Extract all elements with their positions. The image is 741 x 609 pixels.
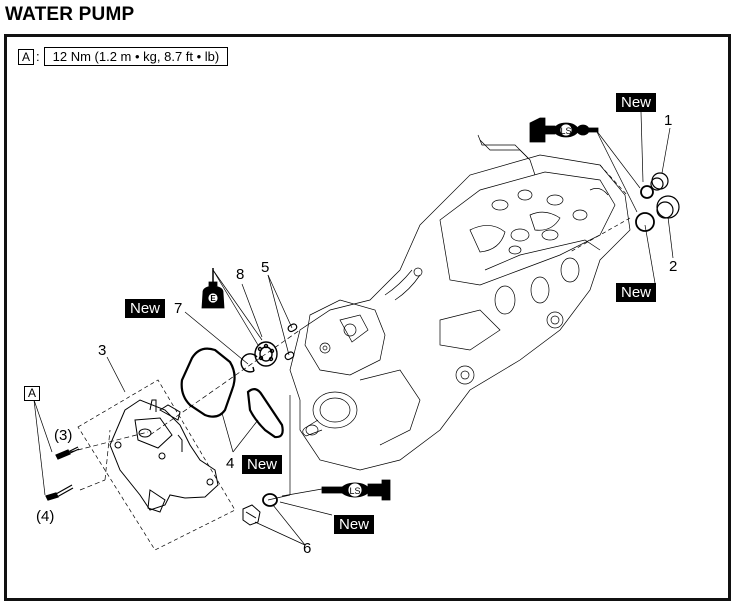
- torque-marker-a: A: [18, 48, 35, 65]
- o-ring-part-6: [262, 493, 278, 507]
- callout-3: 3: [98, 342, 107, 359]
- engine-oil-bottle-icon: [201, 268, 225, 309]
- torque-marker-a-callout: A: [24, 386, 41, 401]
- callout-4: 4: [226, 455, 235, 472]
- bolt-3: [55, 446, 80, 460]
- new-badge-part-6: New: [334, 515, 375, 534]
- callout-5: 5: [261, 259, 270, 276]
- callout-2: 2: [669, 258, 678, 275]
- engine-oil-label: E: [210, 294, 216, 303]
- circlip-part-7: [240, 353, 258, 373]
- cap-part-6: [242, 504, 261, 526]
- bearing-part-8: [254, 341, 278, 367]
- new-badge-top: New: [616, 93, 657, 112]
- dowel-pins-part-5: [284, 323, 298, 361]
- o-ring-small: [640, 185, 654, 199]
- callout-bolt-3: (3): [54, 427, 73, 444]
- new-badge-right: New: [616, 283, 657, 302]
- torque-value: 12 Nm (1.2 m • kg, 8.7 ft • lb): [43, 47, 229, 66]
- new-badge-part-4: New: [242, 455, 283, 474]
- callout-1: 1: [664, 112, 673, 129]
- part-2-plug: [656, 195, 680, 219]
- page-title: WATER PUMP: [5, 4, 135, 25]
- gasket-small-part-4: [246, 388, 284, 439]
- gasket-large-part-4: [180, 347, 236, 418]
- ls-label-bottom: LS: [349, 486, 360, 496]
- ls-label-top: LS: [560, 126, 571, 136]
- ls-grease-symbol-bottom: [321, 479, 391, 501]
- diagram-frame: [4, 34, 731, 601]
- water-pump-part-3: [109, 399, 219, 513]
- engine-block: [289, 134, 631, 471]
- new-badge-part-7: New: [125, 299, 166, 318]
- callout-6: 6: [303, 540, 312, 557]
- torque-spec: A : 12 Nm (1.2 m • kg, 8.7 ft • lb): [18, 47, 229, 66]
- part-1-plug: [650, 172, 669, 191]
- callout-bolt-4: (4): [36, 508, 55, 525]
- bolt-4: [45, 484, 74, 501]
- o-ring-large: [635, 212, 655, 232]
- spec-separator: :: [36, 49, 40, 64]
- callout-8: 8: [236, 266, 245, 283]
- ls-grease-symbol-top: [529, 117, 599, 143]
- callout-7: 7: [174, 300, 183, 317]
